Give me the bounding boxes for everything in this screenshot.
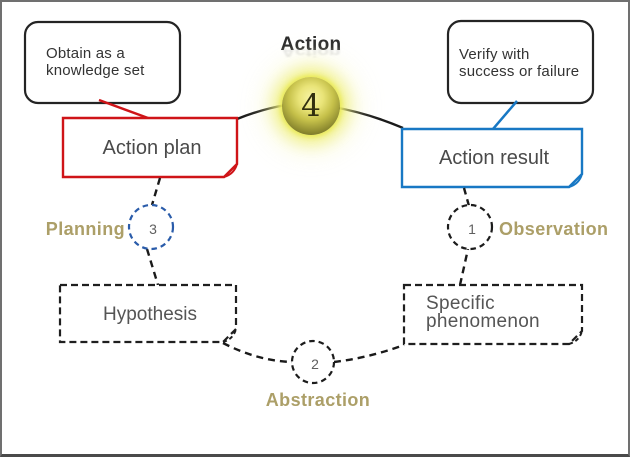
- action-plan-box: [61, 116, 239, 179]
- action-plan-label: Action plan: [102, 137, 202, 159]
- action-title-reflection: Action: [281, 44, 341, 59]
- abstraction-label: Abstraction: [265, 390, 371, 410]
- hypothesis-box-fold: [222, 328, 237, 343]
- callout-left-tail: [98, 98, 149, 120]
- action-result-label: Action result: [438, 147, 550, 169]
- curve-plan-to-action: [236, 103, 287, 121]
- callout-left-bubble: [23, 20, 182, 105]
- action-title: Action: [280, 34, 342, 55]
- callout-right-bubble: [446, 19, 595, 105]
- callout-right-tail: [492, 100, 518, 130]
- connector-step3-to-hypothesis: [145, 248, 160, 286]
- step1-number: 1: [468, 221, 476, 237]
- connector-plan-to-step3: [150, 177, 162, 206]
- specific-phenomenon-box: [402, 283, 584, 346]
- hypothesis-box: [58, 283, 238, 344]
- connector-step1-to-result: [462, 187, 471, 207]
- dashed-connectors: [145, 177, 471, 364]
- connector-hypothesis-to-step2: [222, 341, 293, 364]
- step4-number: 4: [301, 87, 321, 124]
- step3-circle: [127, 203, 175, 251]
- callout-left-text: Obtain as a knowledge set: [46, 45, 145, 79]
- curve-action-to-result: [332, 105, 404, 130]
- connector-step2-to-phenomenon: [333, 343, 405, 364]
- hypothesis-label: Hypothesis: [103, 304, 197, 325]
- step2-number: 2: [311, 356, 319, 372]
- callout-right-text: Verify with success or failure: [459, 46, 580, 80]
- step2-circle: [290, 339, 336, 385]
- observation-label: Observation: [499, 219, 609, 239]
- planning-label: Planning: [45, 219, 125, 239]
- step1-circle: [446, 203, 494, 251]
- specific-phenomenon-label: Specific phenomenon: [426, 293, 540, 332]
- action-result-box-fold: [568, 173, 583, 188]
- action-step-badge: 4: [282, 77, 340, 135]
- step3-number: 3: [149, 221, 157, 237]
- action-plan-box-fold: [223, 163, 238, 178]
- action-result-box: [400, 127, 584, 189]
- specific-phenomenon-box-fold: [568, 330, 583, 345]
- connector-phenomenon-to-step1: [458, 248, 470, 286]
